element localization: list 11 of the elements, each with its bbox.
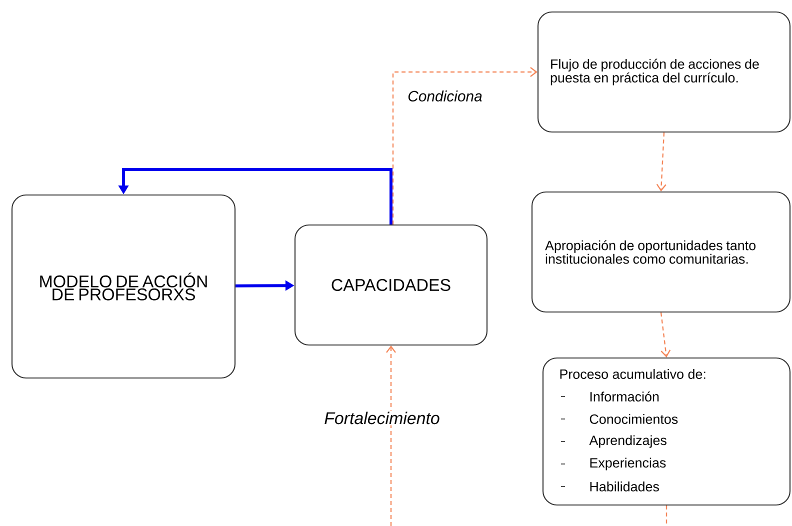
process-box: MODELO DE ACCIÓN DE PROFESORXS — [11, 194, 236, 379]
arrow — [660, 312, 671, 358]
arrow — [386, 346, 396, 526]
process-box: Apropiación de oportunidades tanto institucionales como comunitarias. — [531, 191, 791, 313]
edge-label: Condiciona — [406, 90, 484, 102]
edge-label: Fortalecimiento — [323, 410, 441, 426]
process-box: Flujo de producción de acciones de puesta en práctica del currículo. — [537, 11, 791, 133]
arrow — [392, 67, 538, 224]
process-box: CAPACIDADES — [294, 224, 488, 346]
arrow — [656, 132, 666, 192]
list-box: Proceso acumulativo de: Información Conocimientos Aprendizajes Experiencias Habilidades — [542, 357, 791, 506]
